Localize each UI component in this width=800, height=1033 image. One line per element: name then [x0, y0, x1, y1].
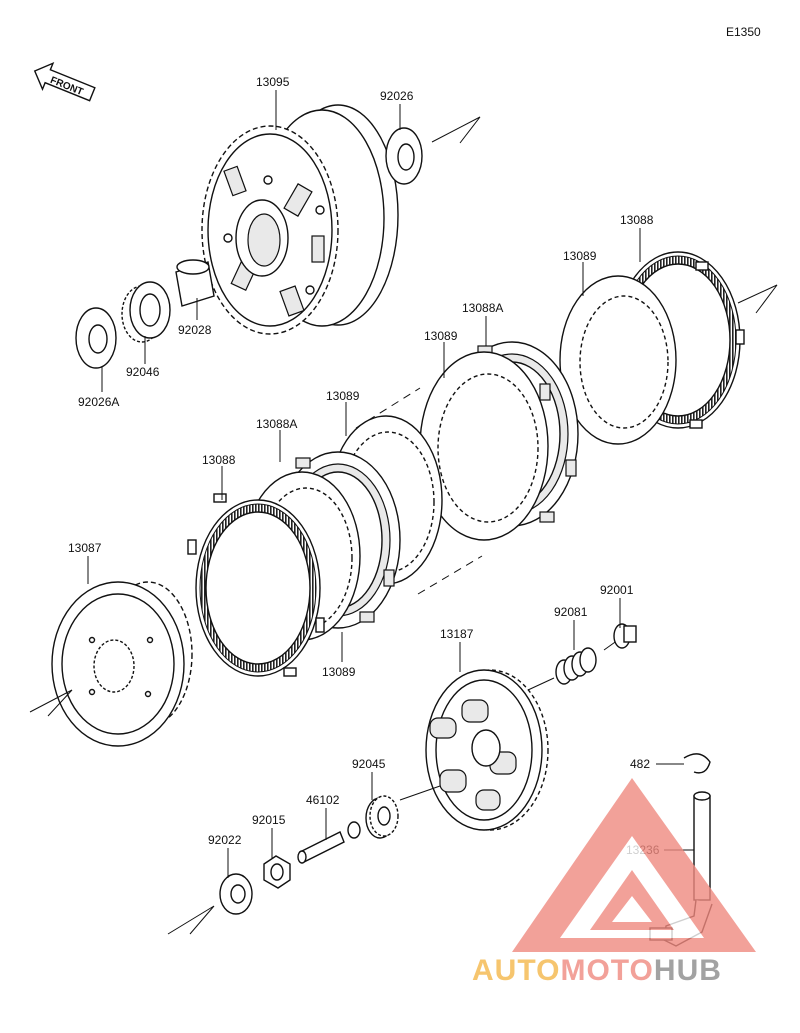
label-13088-left: 13088 — [202, 453, 236, 467]
label-46102: 46102 — [306, 793, 340, 807]
diagram-code: E1350 — [726, 25, 761, 39]
washer-92022 — [219, 873, 253, 915]
steel-plate-13089-top — [559, 275, 677, 445]
label-92001: 92001 — [600, 583, 634, 597]
washer-92026 — [385, 127, 423, 185]
label-13187: 13187 — [440, 627, 474, 641]
label-92026A: 92026A — [78, 395, 119, 409]
clutch-spring-92081 — [555, 647, 597, 685]
leader-lines — [87, 90, 694, 878]
front-arrow-icon: FRONT — [33, 61, 96, 102]
clutch-hub-13087 — [51, 581, 193, 747]
friction-plate-13088-left — [187, 493, 325, 677]
push-rod-46102 — [297, 821, 361, 864]
steel-plate-13089-mid — [419, 351, 549, 541]
label-13088-top: 13088 — [620, 213, 654, 227]
clutch-housing-13095 — [201, 104, 399, 335]
label-13089-top: 13089 — [563, 249, 597, 263]
circlip-482 — [683, 753, 711, 774]
automotohub-watermark: AUTOMOTOHUB — [472, 778, 756, 987]
label-13088A-left: 13088A — [256, 417, 297, 431]
label-13088A-mid: 13088A — [462, 301, 503, 315]
washer-92026A — [75, 307, 117, 369]
nut-92015 — [263, 855, 291, 889]
watermark-moto: MOTO — [560, 954, 653, 987]
ball-bearing-92045 — [365, 795, 399, 839]
label-13095: 13095 — [256, 75, 290, 89]
pressure-plate-13187 — [425, 669, 549, 831]
label-92046: 92046 — [126, 365, 160, 379]
label-13089-mid: 13089 — [424, 329, 458, 343]
label-482: 482 — [630, 757, 650, 771]
label-13089-bottom: 13089 — [322, 665, 356, 679]
watermark-auto: AUTO — [472, 954, 560, 987]
label-92015: 92015 — [252, 813, 286, 827]
svg-text:AUTOMOTOHUB: AUTOMOTOHUB — [472, 954, 722, 987]
label-92028: 92028 — [178, 323, 212, 337]
bolt-92001 — [603, 623, 637, 651]
part-labels: 13095 92026 92028 92046 92026A 13088 130… — [68, 75, 660, 857]
label-92026: 92026 — [380, 89, 414, 103]
collar-92028 — [175, 259, 215, 307]
label-92081: 92081 — [554, 605, 588, 619]
label-13089-left: 13089 — [326, 389, 360, 403]
label-13087: 13087 — [68, 541, 102, 555]
needle-bearing-92046 — [121, 281, 171, 343]
label-92022: 92022 — [208, 833, 242, 847]
label-92045: 92045 — [352, 757, 386, 771]
watermark-hub: HUB — [654, 954, 722, 987]
